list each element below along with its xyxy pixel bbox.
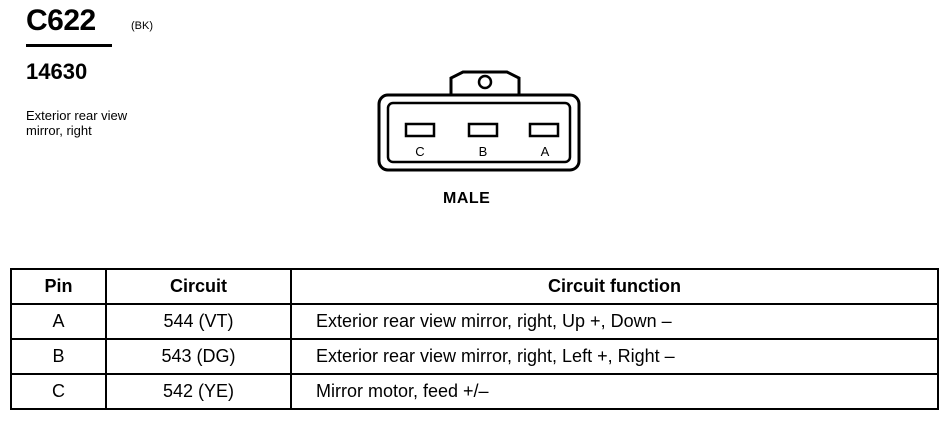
pin-cavity-b	[467, 122, 499, 138]
view-label: MALE	[443, 190, 491, 207]
header-circuit: Circuit	[105, 268, 292, 305]
pin-label-b: B	[479, 144, 488, 159]
cell-circuit: 543 (DG)	[105, 338, 292, 375]
part-number: 14630	[26, 59, 88, 84]
cell-pin: C	[10, 373, 107, 410]
connector-id: C622	[26, 4, 96, 37]
latch-hole	[477, 74, 493, 90]
connector-description: Exterior rear view mirror, right	[26, 108, 196, 138]
connector-outer-body	[377, 93, 581, 172]
description-line-2: mirror, right	[26, 123, 92, 138]
pin-label-c: C	[415, 144, 424, 159]
table-row: B 543 (DG) Exterior rear view mirror, ri…	[10, 338, 939, 375]
connector-latch-tab	[449, 70, 521, 95]
description-line-1: Exterior rear view	[26, 108, 128, 123]
connector-face-diagram: C B A	[377, 70, 581, 172]
cell-pin: A	[10, 303, 107, 340]
table-row: C 542 (YE) Mirror motor, feed +/–	[10, 373, 939, 410]
header-circuit-function: Circuit function	[290, 268, 939, 305]
connector-id-underline	[26, 44, 112, 47]
connector-inner-body	[386, 101, 572, 164]
connector-color-code: (BK)	[131, 20, 153, 32]
cell-circuit-function: Exterior rear view mirror, right, Up +, …	[290, 303, 939, 340]
cell-circuit-function: Exterior rear view mirror, right, Left +…	[290, 338, 939, 375]
pin-table: Pin Circuit Circuit function A 544 (VT) …	[10, 268, 939, 410]
pin-label-a: A	[541, 144, 550, 159]
header-pin: Pin	[10, 268, 107, 305]
pin-cavity-a	[528, 122, 560, 138]
pin-cavity-c	[404, 122, 436, 138]
cell-circuit: 542 (YE)	[105, 373, 292, 410]
table-header-row: Pin Circuit Circuit function	[10, 268, 939, 305]
table-row: A 544 (VT) Exterior rear view mirror, ri…	[10, 303, 939, 340]
cell-circuit-function: Mirror motor, feed +/–	[290, 373, 939, 410]
cell-pin: B	[10, 338, 107, 375]
cell-circuit: 544 (VT)	[105, 303, 292, 340]
